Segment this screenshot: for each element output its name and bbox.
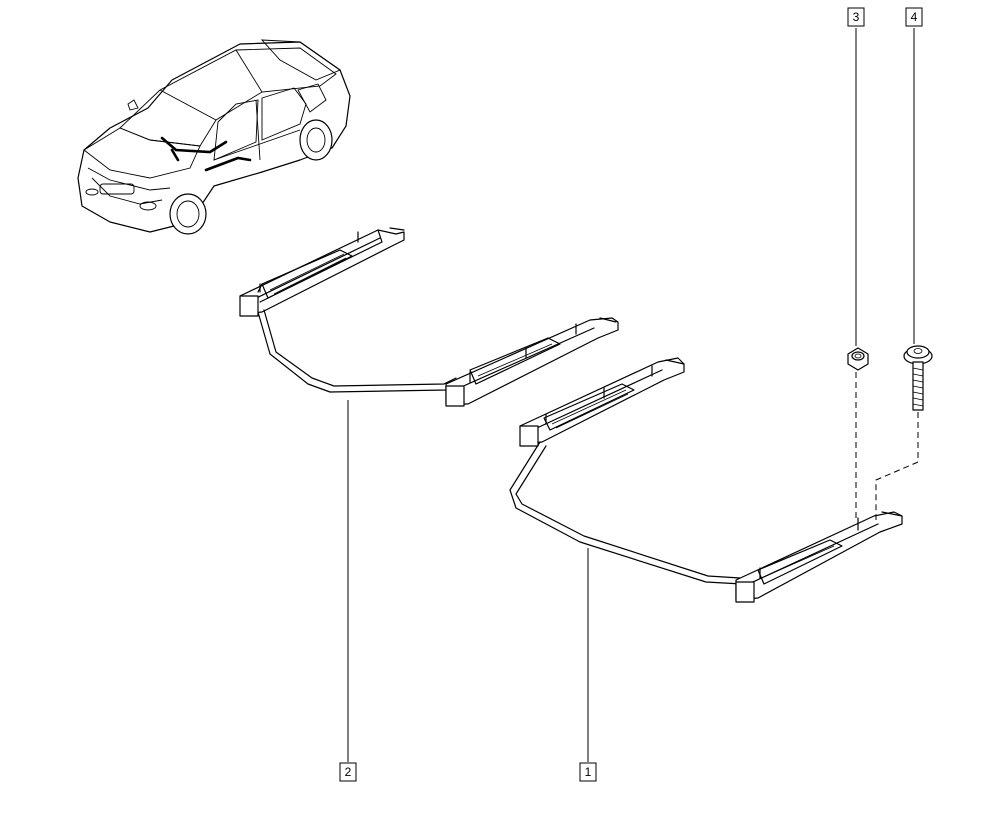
callout-2: 2 bbox=[339, 762, 357, 782]
car-locator-illustration bbox=[77, 39, 351, 235]
flange-nut bbox=[847, 347, 869, 371]
callout-1: 1 bbox=[579, 762, 597, 782]
callout-label-4: 4 bbox=[911, 10, 918, 24]
seat-rail-assembly-left bbox=[239, 227, 619, 407]
seat-rail-assembly-right bbox=[509, 357, 903, 603]
flange-bolt bbox=[903, 345, 933, 411]
callout-label-1: 1 bbox=[585, 765, 592, 779]
callout-3: 3 bbox=[847, 7, 865, 27]
callout-4: 4 bbox=[905, 7, 923, 27]
assembly-path-bolt bbox=[875, 412, 919, 520]
callout-label-2: 2 bbox=[345, 765, 352, 779]
callout-label-3: 3 bbox=[853, 10, 860, 24]
